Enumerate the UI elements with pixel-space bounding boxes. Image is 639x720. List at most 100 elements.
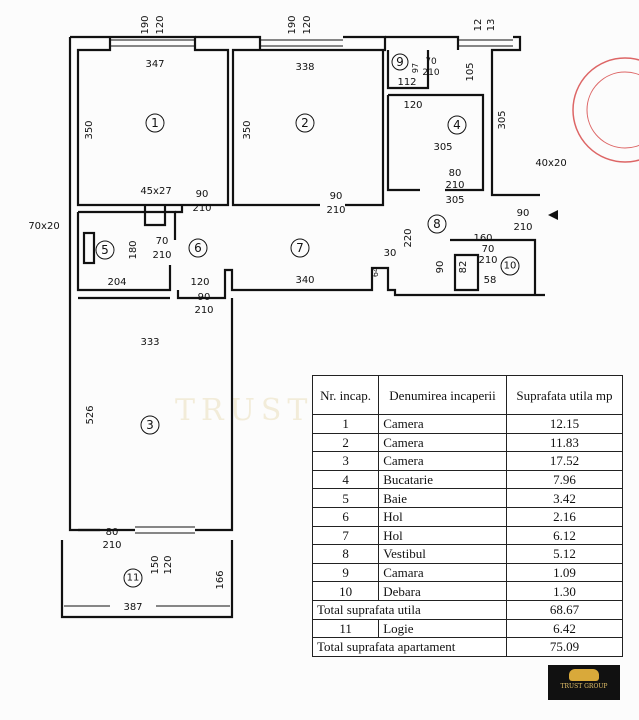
svg-text:210: 210	[422, 68, 439, 78]
row-area: 6.12	[505, 525, 624, 546]
svg-text:350: 350	[242, 120, 253, 139]
svg-text:80: 80	[106, 527, 119, 538]
svg-text:90: 90	[330, 191, 343, 202]
svg-text:210: 210	[152, 250, 171, 261]
svg-text:190: 190	[140, 15, 151, 34]
room-8-label: 8	[427, 214, 447, 234]
svg-text:5: 5	[101, 243, 109, 257]
svg-text:166: 166	[215, 570, 226, 589]
row-name: Bucatarie	[378, 469, 507, 490]
room-11-label: 11	[123, 568, 143, 588]
svg-text:90: 90	[196, 189, 209, 200]
svg-text:45x27: 45x27	[140, 186, 171, 197]
svg-text:58: 58	[484, 275, 497, 286]
stamp	[572, 57, 639, 163]
row-nr: 7	[311, 525, 380, 546]
svg-text:340: 340	[295, 275, 314, 286]
svg-text:210: 210	[478, 255, 497, 266]
room-3-label: 3	[140, 415, 160, 435]
row-area: 5.12	[505, 544, 624, 564]
room-labels: 1 2 3 4 5 6 7 8 9 10 11	[95, 53, 520, 588]
walls	[60, 35, 558, 619]
total-util-area: 68.67	[505, 599, 624, 620]
svg-text:13: 13	[486, 19, 497, 32]
svg-text:180: 180	[128, 240, 139, 259]
svg-text:120: 120	[302, 15, 313, 34]
svg-text:8: 8	[433, 217, 441, 231]
header-name: Denumirea incaperii	[378, 375, 507, 415]
svg-text:120: 120	[403, 100, 422, 111]
svg-text:70: 70	[156, 236, 169, 247]
svg-text:1: 1	[151, 116, 159, 130]
svg-text:40x20: 40x20	[535, 158, 566, 169]
svg-text:64: 64	[371, 267, 380, 277]
svg-text:112: 112	[397, 77, 416, 88]
dimension-labels: 190 120 190 120 12 13 347 338 350 350 11…	[28, 15, 566, 613]
svg-text:305: 305	[445, 195, 464, 206]
svg-text:9: 9	[396, 55, 404, 69]
svg-text:97: 97	[411, 63, 420, 73]
header-area: Suprafata utila mp	[505, 375, 624, 415]
row-name: Hol	[378, 525, 507, 546]
row-area: 17.52	[505, 451, 624, 471]
row-nr: 5	[311, 488, 380, 508]
svg-text:526: 526	[85, 405, 96, 424]
room-5-label: 5	[95, 240, 115, 260]
table-header: Nr. incap. Denumirea incaperii Suprafata…	[311, 375, 624, 415]
svg-text:30: 30	[384, 248, 397, 259]
row-nr: 11	[311, 618, 380, 639]
svg-text:4: 4	[453, 118, 461, 132]
room-7-label: 7	[290, 238, 310, 258]
row-name: Camara	[378, 562, 507, 583]
room-6-label: 6	[188, 238, 208, 258]
row-name: Debara	[378, 581, 507, 601]
svg-text:12: 12	[473, 19, 484, 32]
row-area: 1.30	[505, 581, 624, 601]
svg-text:70: 70	[482, 244, 495, 255]
row-nr: 6	[311, 506, 380, 527]
row-nr: 1	[311, 414, 380, 434]
svg-text:190: 190	[287, 15, 298, 34]
row-area: 6.42	[505, 618, 624, 639]
svg-text:387: 387	[123, 602, 142, 613]
row-name: Logie	[378, 618, 507, 639]
svg-text:350: 350	[84, 120, 95, 139]
row-area: 3.42	[505, 488, 624, 508]
row-area: 1.09	[505, 562, 624, 583]
header-nr: Nr. incap.	[311, 375, 380, 415]
svg-text:120: 120	[190, 277, 209, 288]
row-name: Baie	[378, 488, 507, 508]
row-nr: 8	[311, 544, 380, 564]
logo-text: TRUST GROUP	[560, 683, 608, 690]
svg-text:105: 105	[465, 62, 476, 81]
svg-text:220: 220	[403, 228, 414, 247]
total-apt-label: Total suprafata apartament	[312, 637, 507, 657]
svg-text:70: 70	[425, 57, 437, 67]
row-name: Camera	[378, 432, 507, 453]
row-area: 11.83	[505, 432, 624, 453]
svg-text:120: 120	[155, 15, 166, 34]
room-10-label: 10	[500, 256, 520, 276]
total-apt-area: 75.09	[505, 637, 624, 657]
svg-text:82: 82	[458, 261, 469, 274]
trust-group-logo: TRUST GROUP	[548, 665, 620, 700]
svg-text:120: 120	[163, 555, 174, 574]
svg-text:80: 80	[449, 168, 462, 179]
total-util-label: Total suprafata utila	[312, 599, 507, 620]
svg-text:90: 90	[435, 261, 446, 274]
svg-text:210: 210	[192, 203, 211, 214]
svg-text:204: 204	[107, 277, 126, 288]
row-nr: 4	[311, 469, 380, 490]
svg-text:70x20: 70x20	[28, 221, 59, 232]
svg-text:210: 210	[326, 205, 345, 216]
